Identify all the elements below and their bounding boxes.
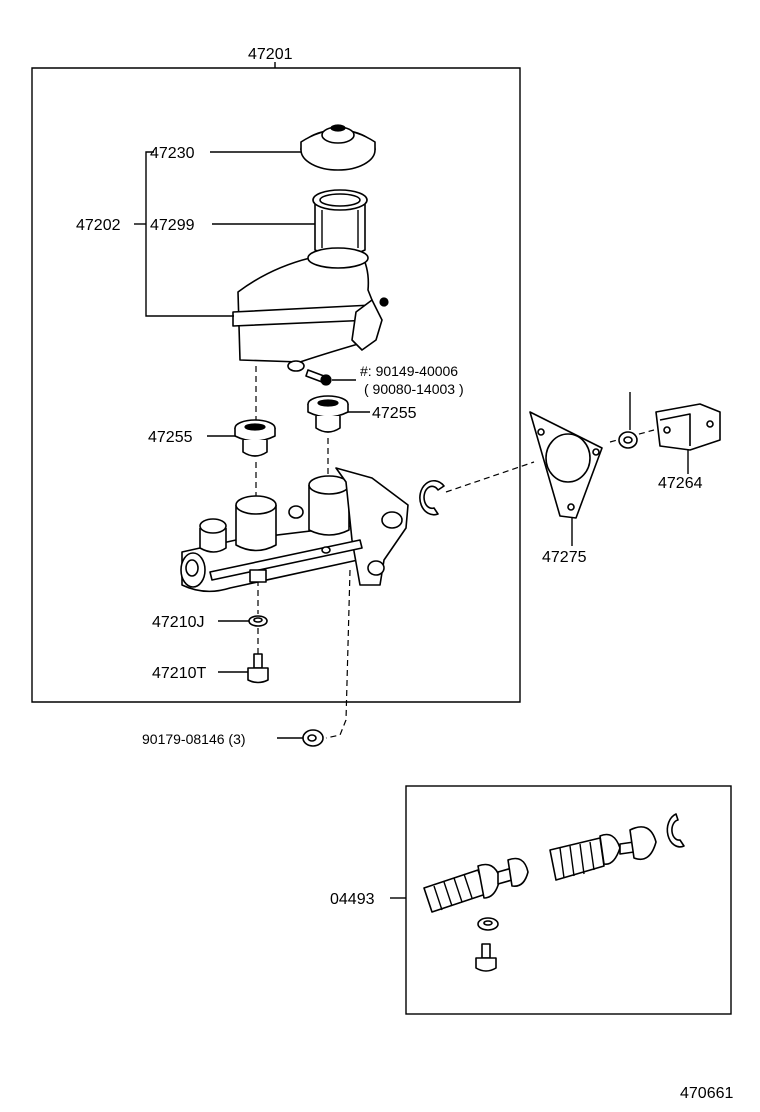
label-bracket: 47264 [658,475,703,492]
label-screw: #: 90149-40006 [360,363,458,379]
kit-snap-ring [666,813,685,848]
kit-screw [475,943,497,972]
label-grommet-right: 47255 [372,405,417,422]
label-cap: 47230 [150,145,195,162]
snap-ring [419,479,445,516]
label-washer: 47210J [152,614,205,631]
plug-bolt: 47210T [152,653,269,684]
label-reservoir-set: 47202 [76,217,121,234]
master-cylinder-body [180,467,409,593]
reservoir-tank: 47202 [76,151,389,372]
strainer: 47299 [150,189,368,257]
washer: 47210J [152,614,268,631]
label-gasket: 47275 [542,549,587,566]
diagram-id: 470661 [680,1085,733,1102]
reservoir-screw: #: 90149-40006 ( 90080-14003 ) [305,363,464,397]
label-grommet-left: 47255 [148,429,193,446]
bracket-bolt [618,392,638,449]
label-screw-alt: ( 90080-14003 ) [364,381,464,397]
mounting-nut: 90179-08146 (3) [142,729,324,747]
label-assembly: 47201 [248,46,293,63]
kit-washer [477,917,499,931]
label-kit: 04493 [330,891,375,908]
assembly-frame: 47201 [31,46,521,703]
bracket: 47264 [655,403,721,492]
gasket: 47275 [529,411,603,566]
reservoir-cap: 47230 [150,124,376,171]
primary-piston [549,826,657,881]
label-nut: 90179-08146 (3) [142,731,246,747]
repair-kit-frame: 04493 [330,785,732,1015]
secondary-piston [423,857,529,913]
label-plug-bolt: 47210T [152,665,206,682]
grommet-left: 47255 [148,419,276,457]
label-strainer: 47299 [150,217,195,234]
grommet-right: 47255 [307,395,417,433]
